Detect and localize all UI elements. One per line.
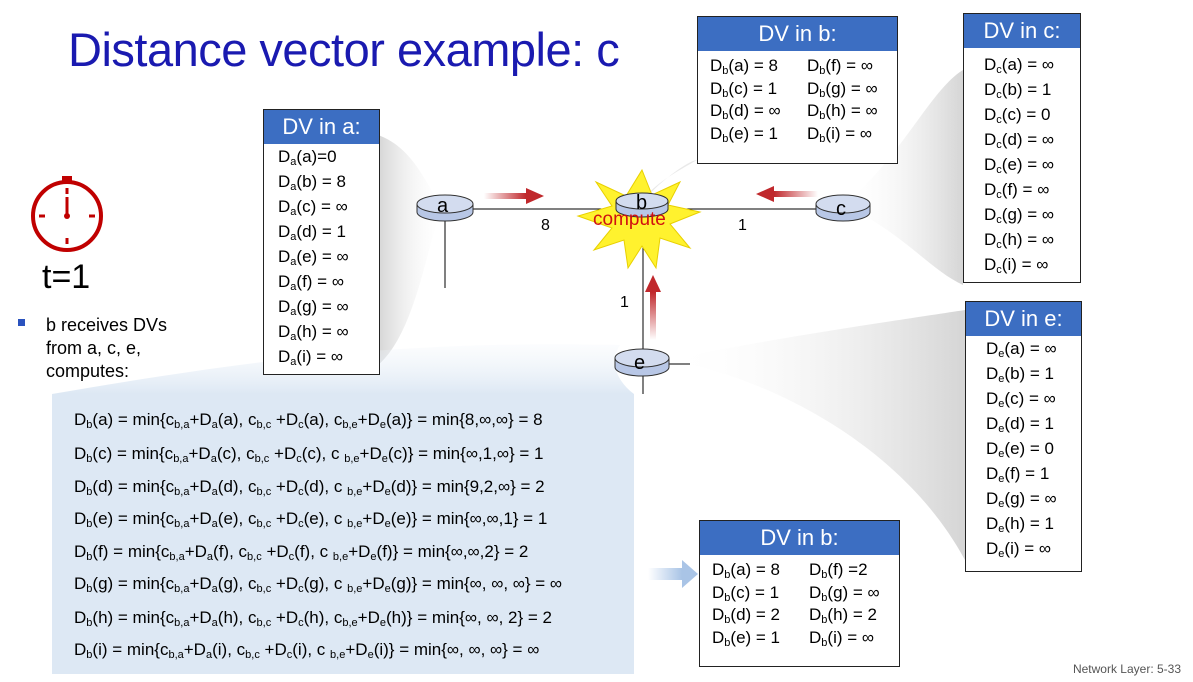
bullet-marker — [18, 319, 25, 326]
calc-line: Db(c) = min{cb,a+Da(c), cb,c +Dc(c), c b… — [74, 444, 544, 465]
dv-c-header: DV in c: — [964, 14, 1080, 48]
dv-entry: De(g) = ∞ — [986, 489, 1057, 510]
dv-entry: Db(g) = ∞ — [807, 78, 878, 100]
dv-entry: Db(c) = 1 — [712, 582, 780, 604]
dv-entry: De(f) = 1 — [986, 464, 1050, 485]
dv-entry: Db(i) = ∞ — [809, 627, 874, 649]
dv-entry: Dc(d) = ∞ — [984, 130, 1055, 151]
dv-entry: De(b) = 1 — [986, 364, 1055, 385]
dv-entry: Dc(b) = 1 — [984, 80, 1052, 101]
time-label: t=1 — [42, 258, 91, 296]
cost-b-e: 1 — [620, 294, 629, 311]
dv-c-table: DV in c: Dc(a) = ∞ Dc(b) = 1 Dc(c) = 0 Dc(d… — [963, 13, 1081, 283]
cost-b-c: 1 — [738, 217, 747, 234]
dv-e-body: De(a) = ∞ De(b) = 1 De(c) = ∞ De(d) = 1 De(e… — [966, 336, 1081, 561]
arrow-e-to-b-icon — [645, 275, 661, 340]
dv-a-header: DV in a: — [264, 110, 379, 144]
router-c[interactable] — [815, 194, 871, 222]
calc-line: Db(g) = min{cb,a+Da(g), cb,c +Dc(g), c b… — [74, 574, 563, 595]
dv-entry: Dc(f) = ∞ — [984, 180, 1050, 201]
dv-entry: Da(d) = 1 — [278, 222, 347, 243]
bullet-label: b receives DVs from a, c, e, computes: — [46, 315, 168, 381]
dv-entry: De(d) = 1 — [986, 414, 1055, 435]
dv-entry: De(e) = 0 — [986, 439, 1055, 460]
dv-entry: Da(i) = ∞ — [278, 347, 343, 368]
router-e[interactable] — [614, 348, 670, 377]
dv-e-table: DV in e: De(a) = ∞ De(b) = 1 De(c) = ∞ De(d… — [965, 301, 1082, 572]
dv-entry: Dc(a) = ∞ — [984, 55, 1055, 76]
dv-entry: De(c) = ∞ — [986, 389, 1056, 410]
dv-entry: Db(h) = ∞ — [807, 101, 878, 122]
dv-entry: Dc(e) = ∞ — [984, 155, 1055, 176]
dv-b-fan — [640, 65, 697, 205]
dv-b-old-header: DV in b: — [698, 17, 897, 51]
calc-line: Db(a) = min{cb,a+Da(a), cb,c +Dc(a), cb,… — [74, 410, 543, 431]
dv-b-old-body: Db(a) = 8 Db(f) = ∞ Db(c) = 1 Db(g) = ∞ Db(d… — [698, 51, 897, 145]
bullet-text: b receives DVs from a, c, e, computes: — [18, 314, 208, 383]
dv-entry: Da(f) = ∞ — [278, 272, 344, 293]
calc-line: Db(f) = min{cb,a+Da(f), cb,c +Dc(f), c b… — [74, 542, 529, 563]
calc-line: Db(e) = min{cb,a+Da(e), cb,c +Dc(e), c b… — [74, 509, 548, 530]
calc-line: Db(i) = min{cb,a+Da(i), cb,c +Dc(i), c b… — [74, 640, 540, 661]
calc-line: Db(d) = min{cb,a+Da(d), cb,c +Dc(d), c b… — [74, 477, 545, 498]
dv-entry: Db(e) = 1 — [710, 123, 779, 145]
arrow-to-new-dv-icon — [648, 560, 698, 588]
router-b[interactable] — [615, 192, 669, 218]
page-title: Distance vector example: c — [68, 23, 620, 76]
router-a[interactable] — [416, 194, 474, 222]
dv-c-body: Dc(a) = ∞ Dc(b) = 1 Dc(c) = 0 Dc(d) = ∞ Dc(e… — [964, 48, 1080, 277]
dv-entry: Da(e) = ∞ — [278, 247, 349, 268]
node-label-e: e — [634, 352, 646, 374]
dv-entry: Dc(g) = ∞ — [984, 205, 1055, 226]
dv-entry: Db(f) =2 — [809, 560, 868, 581]
dv-entry: Dc(i) = ∞ — [984, 255, 1049, 276]
dv-e-header: DV in e: — [966, 302, 1081, 336]
dv-entry: Da(h) = ∞ — [278, 322, 349, 343]
dv-b-new-body: Db(a) = 8 Db(f) =2 Db(c) = 1 Db(g) = ∞ Db(d)… — [700, 555, 899, 649]
dv-entry: Db(d) = ∞ — [710, 101, 781, 122]
dv-a-fan — [378, 135, 445, 365]
dv-entry: Db(e) = 1 — [712, 627, 781, 649]
slide-footer: Network Layer: 5-33 — [1072, 662, 1181, 676]
dv-b-new-table: DV in b: Db(a) = 8 Db(f) =2 Db(c) = 1 Db(g)… — [699, 520, 900, 667]
dv-entry: Db(g) = ∞ — [809, 582, 880, 604]
node-label-b: b — [636, 192, 648, 214]
dv-entry: Da(c) = ∞ — [278, 197, 348, 218]
dv-entry: Db(c) = 1 — [710, 78, 778, 100]
dv-entry: De(h) = 1 — [986, 514, 1055, 535]
dv-entry: De(i) = ∞ — [986, 539, 1051, 560]
dv-entry: Da(b) = 8 — [278, 172, 347, 193]
node-label-a: a — [437, 195, 449, 217]
dv-c-fan — [843, 70, 963, 285]
dv-entry: De(a) = ∞ — [986, 339, 1057, 360]
arrow-a-to-b-icon — [484, 188, 544, 204]
dv-entry: Da(a)=0 — [278, 147, 337, 168]
node-label-c: c — [836, 198, 846, 220]
dv-b-new-header: DV in b: — [700, 521, 899, 555]
compute-label: compute — [593, 209, 666, 230]
dv-entry: Dc(c) = 0 — [984, 105, 1051, 126]
clock-icon — [31, 176, 103, 252]
dv-entry: Dc(h) = ∞ — [984, 230, 1055, 251]
dv-b-old-table: DV in b: Db(a) = 8 Db(f) = ∞ Db(c) = 1 Db(g… — [697, 16, 898, 164]
dv-entry: Db(d) = 2 — [712, 605, 781, 626]
dv-entry: Db(a) = 8 — [712, 560, 781, 581]
dv-entry: Db(h) = 2 — [809, 605, 878, 626]
dv-entry: Da(g) = ∞ — [278, 297, 349, 318]
cost-a-b: 8 — [541, 217, 550, 234]
dv-e-fan — [668, 310, 965, 560]
dv-entry: Db(a) = 8 — [710, 56, 779, 77]
computation-panel: Db(a) = min{cb,a+Da(a), cb,c +Dc(a), cb,… — [52, 394, 634, 674]
calc-line: Db(h) = min{cb,a+Da(h), cb,c +Dc(h), cb,… — [74, 608, 553, 629]
dv-entry: Db(f) = ∞ — [807, 56, 873, 77]
arrow-c-to-b-icon — [756, 186, 818, 202]
dv-entry: Db(i) = ∞ — [807, 123, 872, 145]
